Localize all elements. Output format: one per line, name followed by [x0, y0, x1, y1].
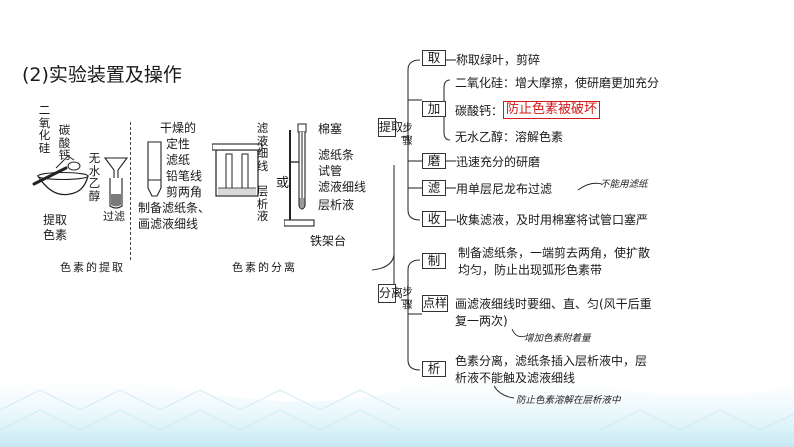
- step-box-add: 加: [422, 101, 446, 117]
- step-spot-line2: 复一两次): [455, 314, 508, 328]
- extract-steps-label: 步骤: [402, 122, 413, 147]
- label-cotton-plug: 棉塞: [318, 122, 343, 136]
- step-box-collect: 收: [422, 211, 446, 227]
- step-make-line2: 均匀，防止出现弧形色素带: [458, 263, 603, 277]
- label-stand-solution-line: 滤液细线: [318, 180, 367, 194]
- caption-separation: 色素的分离: [232, 261, 297, 274]
- step-box-filter: 滤: [422, 180, 446, 196]
- separate-node: 分离: [378, 284, 403, 303]
- label-or: 或: [276, 176, 290, 191]
- label-iron-stand: 铁架台: [310, 234, 347, 248]
- background-wave-pattern: [0, 378, 794, 447]
- step-separate-line1: 色素分离，滤纸条插入层析液中，层: [455, 354, 648, 368]
- beaker-drawing: [212, 143, 263, 197]
- figure-divider: [130, 122, 131, 260]
- step-spot-line1: 画滤液细线时要细、直、匀(风干后重: [455, 297, 652, 311]
- step-grind-text: 迅速充分的研磨: [456, 155, 541, 169]
- add-calcium-highlight: 防止色素被破坏: [503, 101, 601, 119]
- step-collect-text: 收集滤液，及时用棉塞将试管口塞严: [456, 213, 649, 227]
- add-silica-text: 二氧化硅：增大摩擦，使研磨更加充分: [455, 76, 660, 90]
- label-dry: 干燥的: [160, 121, 197, 135]
- filter-strip-drawing: [147, 141, 162, 197]
- mortar-and-funnel-drawing: [32, 155, 129, 209]
- caption-extraction: 色素的提取: [60, 261, 125, 274]
- iron-stand-drawing: [284, 123, 315, 227]
- label-solution-line: 滤液细线: [256, 121, 269, 173]
- label-test-tube: 试管: [318, 164, 343, 178]
- step-take-text: 称取绿叶，剪碎: [456, 53, 541, 67]
- step-box-separate: 析: [422, 361, 446, 377]
- label-silica: 二氧化硅: [38, 103, 51, 155]
- label-qualitative: 定性: [166, 137, 191, 151]
- label-stand-strip: 滤纸条: [318, 148, 355, 162]
- label-filter-paper: 滤纸: [166, 153, 191, 167]
- add-ethanol-text: 无水乙醇：溶解色素: [455, 130, 564, 144]
- filter-handwritten-note: 不能用滤纸: [600, 179, 648, 190]
- spot-handwritten-note: 增加色素附着量: [524, 333, 591, 344]
- step-separate-line2: 析液不能触及滤液细线: [455, 371, 576, 385]
- label-prep-strip: 制备滤纸条、: [138, 201, 211, 215]
- add-calcium-text: 碳酸钙：: [455, 104, 504, 118]
- separate-handwritten-note: 防止色素溶解在层析液中: [516, 395, 621, 406]
- label-filter: 过滤: [103, 210, 125, 223]
- step-box-make: 制: [422, 253, 446, 269]
- label-chromatography-liquid: 层析液: [256, 184, 269, 223]
- step-box-take: 取: [422, 50, 446, 66]
- extract-node: 提取: [378, 118, 403, 137]
- label-calcium-carbonate: 碳酸钙: [58, 123, 71, 162]
- step-make-line1: 制备滤纸条，一端剪去两角，使扩散: [458, 246, 651, 260]
- label-cut-corners: 剪两角: [166, 185, 203, 199]
- label-extract-pigment: 提取色素: [42, 213, 67, 242]
- section-title: (2)实验装置及操作: [22, 64, 182, 86]
- step-box-spot: 点样: [422, 295, 448, 312]
- label-draw-line: 画滤液细线: [138, 217, 199, 231]
- step-filter-text: 用单层尼龙布过滤: [456, 182, 553, 196]
- label-stand-liquid: 层析液: [318, 198, 355, 212]
- label-ethanol: 无水乙醇: [88, 151, 101, 203]
- label-pencil-line: 铅笔线: [166, 169, 203, 183]
- step-box-grind: 磨: [422, 153, 446, 169]
- separate-steps-label: 步骤: [402, 286, 413, 311]
